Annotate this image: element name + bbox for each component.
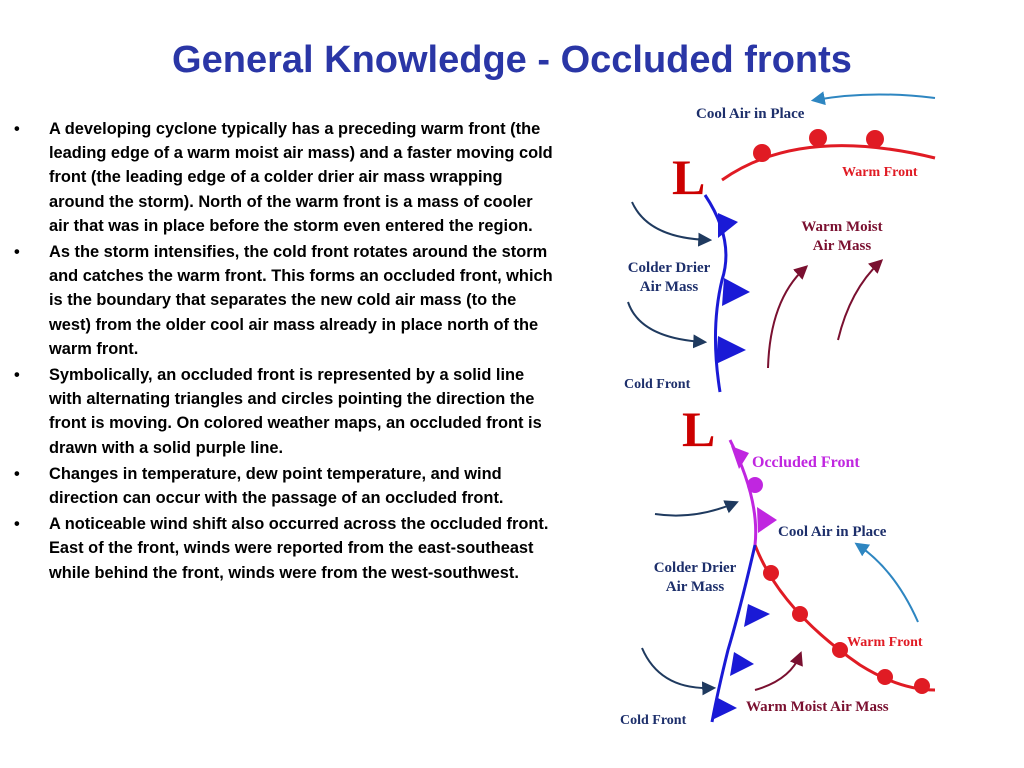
bullet-item: • Changes in temperature, dew point temp… bbox=[14, 462, 554, 510]
warm-front-bump-icon bbox=[763, 565, 779, 581]
warm-front-bump-icon bbox=[914, 678, 930, 694]
cool-air-label: Cool Air in Place bbox=[778, 524, 887, 540]
bullet-icon: • bbox=[14, 464, 20, 483]
bullet-item: • A noticeable wind shift also occurred … bbox=[14, 512, 554, 585]
cool-air-arrow-icon bbox=[854, 542, 919, 623]
occluded-front-triangle-icon bbox=[731, 446, 749, 469]
occluded-front-triangle-icon bbox=[757, 507, 777, 533]
bullet-item: • Symbolically, an occluded front is rep… bbox=[14, 363, 554, 460]
bullet-text: Symbolically, an occluded front is repre… bbox=[49, 366, 542, 457]
cold-front-triangle-icon bbox=[722, 278, 750, 306]
bullet-text: Changes in temperature, dew point temper… bbox=[49, 464, 504, 508]
cold-front-label: Cold Front bbox=[620, 713, 687, 728]
bullet-icon: • bbox=[14, 515, 20, 534]
low-pressure-icon: L bbox=[682, 401, 715, 457]
bullet-text: A noticeable wind shift also occurred ac… bbox=[49, 515, 549, 582]
warm-moist-label: Warm Moist Air Mass bbox=[746, 699, 889, 715]
cold-front-triangle-icon bbox=[730, 652, 754, 676]
warm-front-bump-icon bbox=[877, 669, 893, 685]
cold-air-arrow-icon bbox=[631, 201, 713, 247]
occluded-front-label: Occluded Front bbox=[752, 454, 860, 471]
colder-drier-label: Colder Drier bbox=[628, 260, 711, 276]
warm-air-arrow-icon bbox=[754, 651, 803, 691]
cold-air-arrow-icon bbox=[654, 500, 739, 517]
colder-drier-label: Air Mass bbox=[666, 579, 725, 595]
cold-front-triangle-icon bbox=[718, 213, 738, 238]
bullet-item: • As the storm intensifies, the cold fro… bbox=[14, 240, 554, 361]
cold-front-label: Cold Front bbox=[624, 377, 691, 392]
warm-front-bump-icon bbox=[792, 606, 808, 622]
cold-air-arrow-icon bbox=[641, 647, 717, 696]
warm-front-line bbox=[721, 144, 936, 182]
slide-title: General Knowledge - Occluded fronts bbox=[172, 39, 852, 81]
colder-drier-label: Colder Drier bbox=[654, 560, 737, 576]
warm-front-bump-icon bbox=[832, 642, 848, 658]
warm-front-label: Warm Front bbox=[842, 165, 918, 180]
cool-air-arrow-icon bbox=[810, 91, 936, 106]
bullet-icon: • bbox=[14, 366, 20, 385]
bullet-text: As the storm intensifies, the cold front… bbox=[49, 243, 553, 358]
cold-front-triangle-icon bbox=[744, 604, 770, 627]
cold-front-triangle-icon bbox=[716, 336, 746, 364]
warm-front-bump-icon bbox=[809, 129, 827, 147]
bullet-icon: • bbox=[14, 243, 20, 262]
cold-air-arrow-icon bbox=[627, 301, 708, 349]
warm-front-line bbox=[753, 544, 936, 692]
occluded-front-bump-icon bbox=[747, 477, 763, 493]
warm-moist-label: Warm Moist bbox=[801, 219, 882, 235]
bullet-item: • A developing cyclone typically has a p… bbox=[14, 117, 554, 238]
warm-moist-label: Air Mass bbox=[813, 238, 872, 254]
bullet-list: • A developing cyclone typically has a p… bbox=[14, 117, 554, 587]
bullet-text: A developing cyclone typically has a pre… bbox=[49, 120, 553, 235]
bottom-occluded-diagram: L Occluded Front Cool Air in Place Colde… bbox=[620, 401, 936, 728]
warm-air-arrow-icon bbox=[767, 265, 809, 369]
warm-front-label: Warm Front bbox=[847, 635, 923, 650]
low-pressure-icon: L bbox=[672, 149, 705, 205]
colder-drier-label: Air Mass bbox=[640, 279, 699, 295]
cold-front-triangle-icon bbox=[712, 697, 737, 720]
cool-air-label: Cool Air in Place bbox=[696, 106, 805, 122]
warm-air-arrow-icon bbox=[837, 259, 884, 341]
top-frontal-diagram: Cool Air in Place Warm Front L Colder Dr… bbox=[624, 91, 936, 393]
warm-front-bump-icon bbox=[753, 144, 771, 162]
warm-front-bump-icon bbox=[866, 130, 884, 148]
bullet-icon: • bbox=[14, 120, 20, 138]
